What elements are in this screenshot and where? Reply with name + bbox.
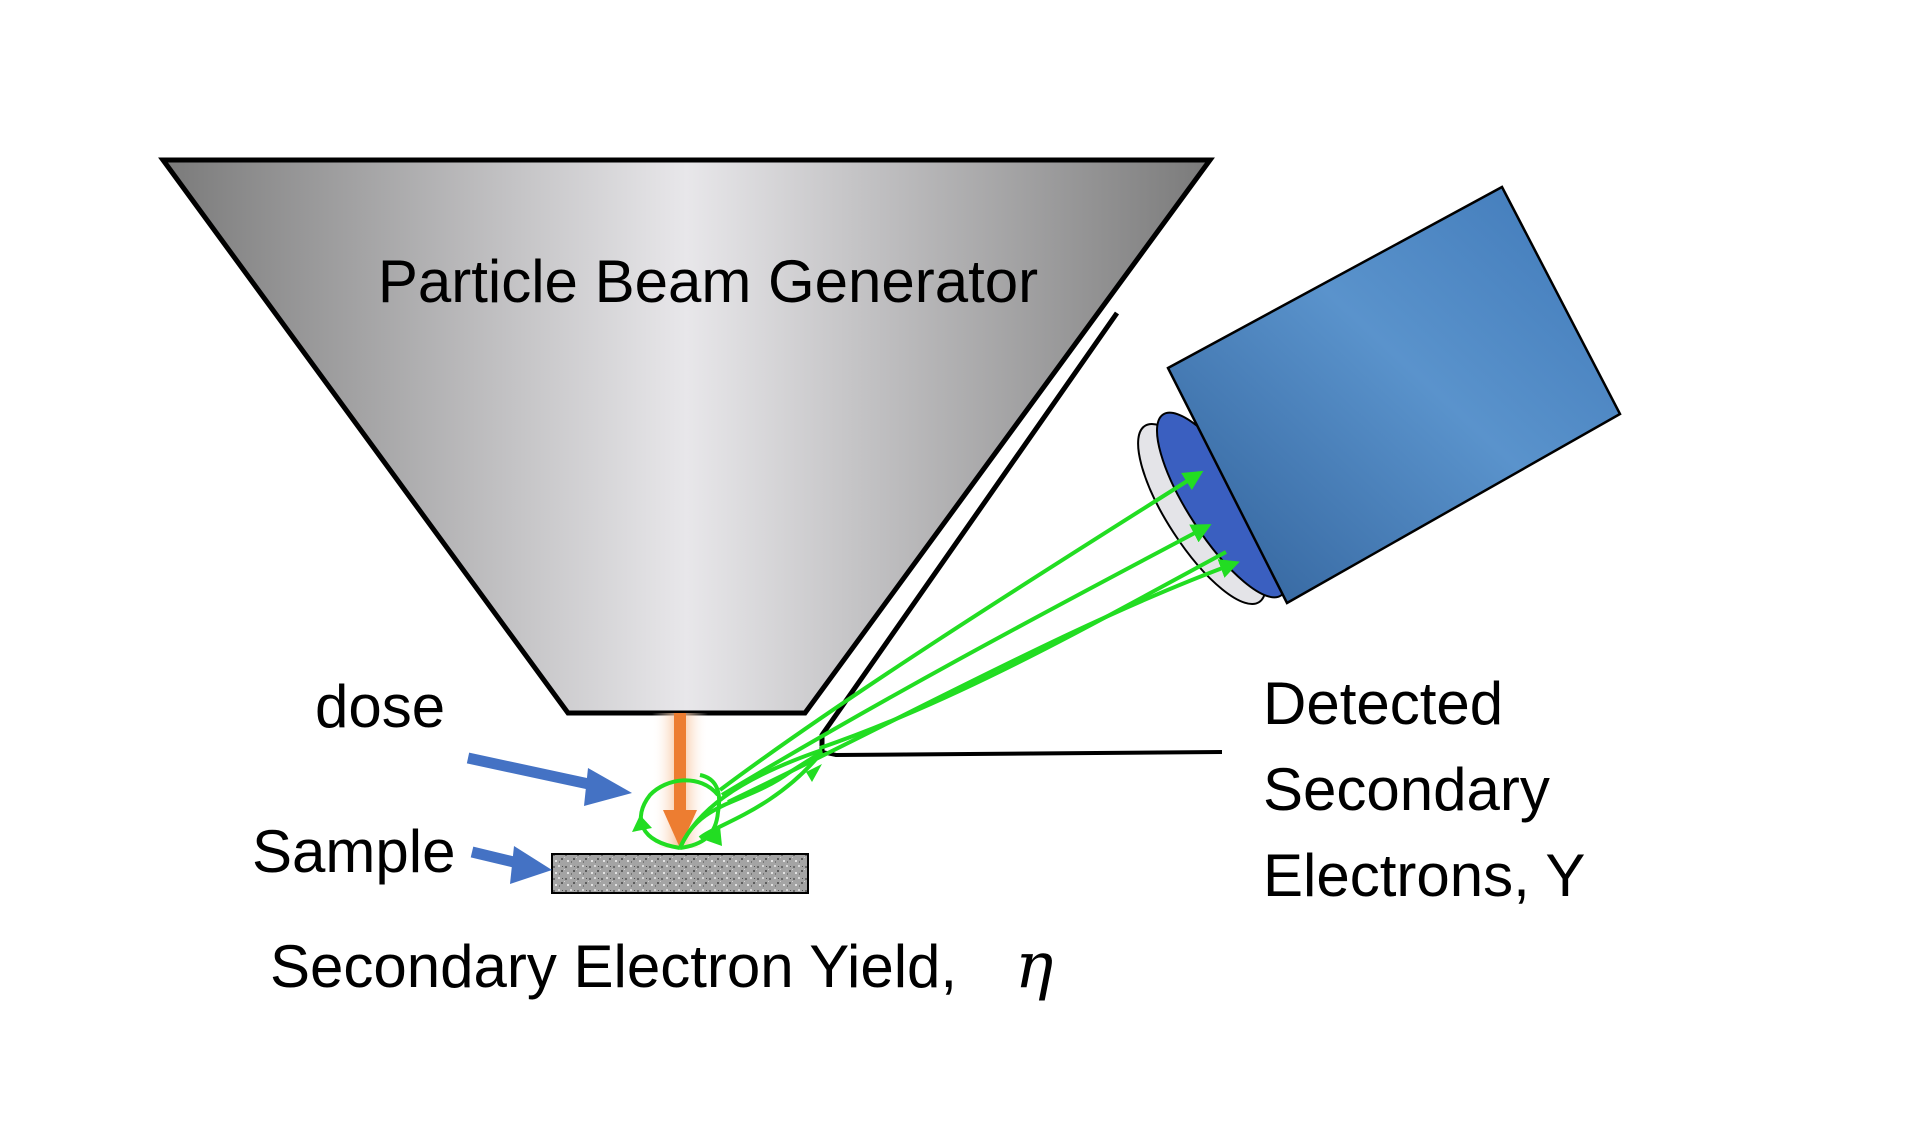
- yield-symbol: η: [1015, 929, 1053, 1003]
- sample-slab: [551, 853, 809, 894]
- beam-column: [674, 713, 686, 813]
- sample-label: Sample: [252, 818, 455, 885]
- generator-label: Particle Beam Generator: [378, 248, 1038, 315]
- yield-label: Secondary Electron Yield,: [270, 933, 957, 1000]
- detected-label-line-1: Detected: [1263, 670, 1503, 737]
- electron-paths: [638, 470, 1240, 850]
- particle-beam-generator: [158, 157, 1215, 716]
- electron-ray-3: [727, 559, 1240, 804]
- detected-label-line-2: Secondary: [1263, 756, 1550, 823]
- dose-arrow: [466, 752, 632, 806]
- electron-loop-right: [679, 773, 721, 850]
- electron-ray-1: [718, 470, 1204, 792]
- electron-ray-4: [819, 550, 1227, 750]
- electron-ray-2: [720, 524, 1212, 797]
- electron-tick-left: [632, 815, 652, 832]
- detector-lead: [821, 750, 1223, 758]
- detector: [1137, 185, 1622, 605]
- detector-body: [1166, 185, 1622, 605]
- beam-arrowhead: [663, 810, 697, 848]
- sample-arrow: [470, 846, 552, 884]
- electron-loop-left: [638, 778, 720, 850]
- detected-label-line-3: Electrons, Y: [1263, 842, 1585, 909]
- electron-tick-lead: [806, 764, 822, 782]
- dose-label: dose: [315, 673, 445, 740]
- electron-branch-b: [678, 748, 823, 849]
- electron-return: [698, 750, 824, 840]
- electron-tick-right: [705, 826, 722, 846]
